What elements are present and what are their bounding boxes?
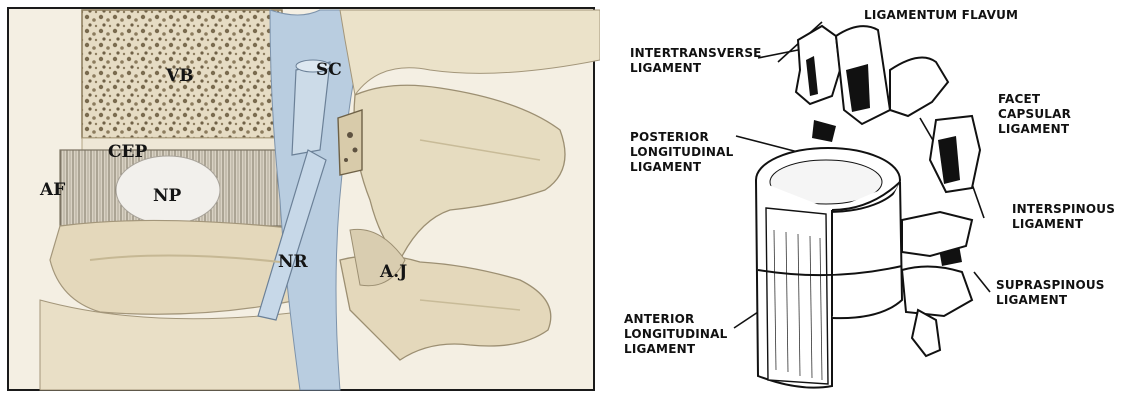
- label-spinal-cord: SC: [316, 60, 342, 80]
- spinous-process-lower: [912, 310, 940, 356]
- superior-articular-process: [890, 58, 948, 117]
- leader-facet-capsular: [920, 118, 934, 142]
- sagittal-spine-illustration: VB SC CEP AF NP NR A.J: [0, 0, 600, 393]
- leader-intertransverse: [758, 50, 798, 58]
- lower-lamina: [902, 266, 972, 316]
- leader-posterior-longitudinal: [736, 136, 798, 152]
- label-nerve-root: NR: [278, 252, 308, 272]
- leader-interspinous: [972, 184, 984, 218]
- lower-articular-process: [902, 212, 972, 256]
- label-facet-capsular-ligament: FACET CAPSULAR LIGAMENT: [998, 92, 1071, 137]
- label-ligamentum-flavum: LIGAMENTUM FLAVUM: [864, 8, 1018, 23]
- facet-section: [338, 110, 362, 175]
- ligament-diagram: LIGAMENTUM FLAVUM INTERTRANSVERSE LIGAME…: [600, 0, 1144, 393]
- label-annulus-fibrosus: AF: [40, 180, 65, 200]
- transverse-process-upper: [796, 26, 840, 104]
- label-supraspinous-ligament: SUPRASPINOUS LIGAMENT: [996, 278, 1105, 308]
- lower-vertebral-body: [50, 220, 298, 314]
- label-vertebral-body: VB: [166, 66, 194, 86]
- label-interspinous-ligament: INTERSPINOUS LIGAMENT: [1012, 202, 1115, 232]
- label-posterior-longitudinal-ligament: POSTERIOR LONGITUDINAL LIGAMENT: [630, 130, 734, 175]
- label-cartilage-end-plate: CEP: [108, 142, 147, 162]
- label-apophyseal-joint: A.J: [380, 262, 407, 282]
- label-intertransverse-ligament: INTERTRANSVERSE LIGAMENT: [630, 46, 762, 76]
- sagittal-spine-drawing: [0, 0, 600, 393]
- label-anterior-longitudinal-ligament: ANTERIOR LONGITUDINAL LIGAMENT: [624, 312, 728, 357]
- leader-supraspinous: [974, 272, 990, 292]
- label-nucleus-pulposus: NP: [153, 186, 181, 206]
